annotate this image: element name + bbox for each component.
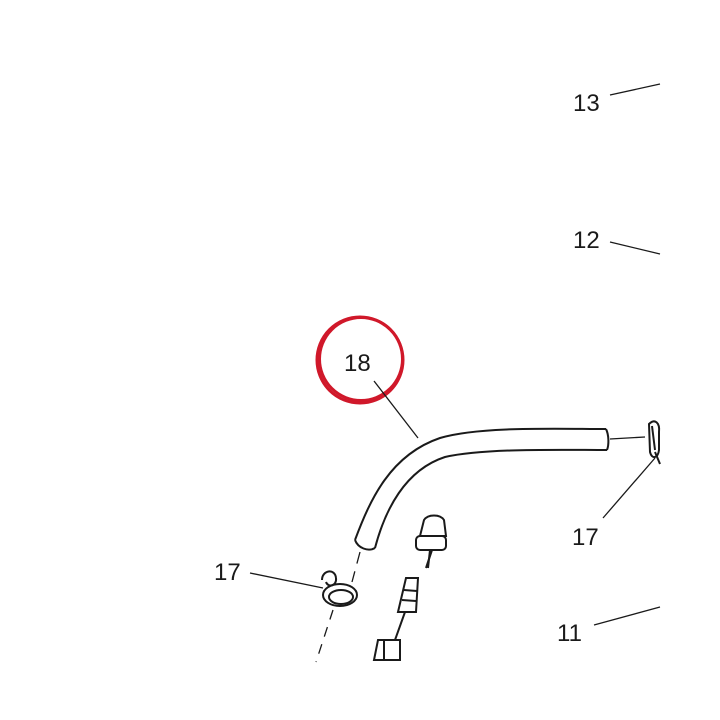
callout-18-leader [373, 380, 419, 439]
clamp-right-tab [654, 451, 661, 465]
callout-13-label: 13 [573, 90, 600, 117]
fitting-cap [418, 514, 448, 537]
hose-clamp-left[interactable] [315, 551, 361, 663]
callout-12[interactable]: 12 [573, 227, 661, 255]
highlight-circle-inner [318, 316, 404, 402]
callout-17-right-leader [602, 457, 656, 519]
fuel-hose[interactable] [354, 427, 610, 551]
callout-17-left[interactable]: 17 [214, 559, 324, 589]
callout-18[interactable]: 18 [315, 315, 419, 439]
hose-clamp-right[interactable] [609, 420, 661, 465]
hose-outer-edge [354, 427, 607, 541]
fitting-thread-2 [401, 599, 417, 602]
fitting-thread-1 [403, 589, 418, 592]
callout-11-leader [593, 606, 661, 626]
fitting-stem-upper-2 [425, 549, 433, 569]
hose-right-end [605, 428, 610, 451]
clamp-right-connector [609, 436, 646, 440]
fitting-stem-lower [394, 611, 406, 641]
clamp-left-dash-lower [315, 609, 334, 663]
callout-13[interactable]: 13 [573, 83, 661, 117]
callout-13-leader [609, 83, 661, 96]
clamp-right-body [647, 420, 661, 458]
clamp-left-ring-inner [328, 589, 354, 605]
callout-11-label: 11 [557, 620, 582, 647]
callout-18-label: 18 [344, 350, 371, 377]
fitting-collar [415, 535, 447, 551]
clamp-left-tab [321, 570, 338, 587]
callout-17-left-leader [249, 572, 324, 589]
callout-17-right-label: 17 [572, 524, 599, 551]
callout-17-left-label: 17 [214, 559, 241, 586]
clamp-left-ring [322, 583, 358, 607]
callout-12-label: 12 [573, 227, 600, 254]
fitting-body [396, 577, 420, 613]
callout-11[interactable]: 11 [557, 606, 661, 647]
hose-inner-edge [374, 448, 608, 549]
hose-lower-end [354, 539, 376, 551]
clamp-right-detail [651, 425, 656, 451]
fitting-base [372, 639, 401, 661]
clamp-left-dash-upper [351, 551, 361, 583]
callout-17-right[interactable]: 17 [572, 457, 656, 551]
callout-12-leader [609, 241, 661, 255]
fuel-fitting[interactable] [372, 514, 448, 661]
